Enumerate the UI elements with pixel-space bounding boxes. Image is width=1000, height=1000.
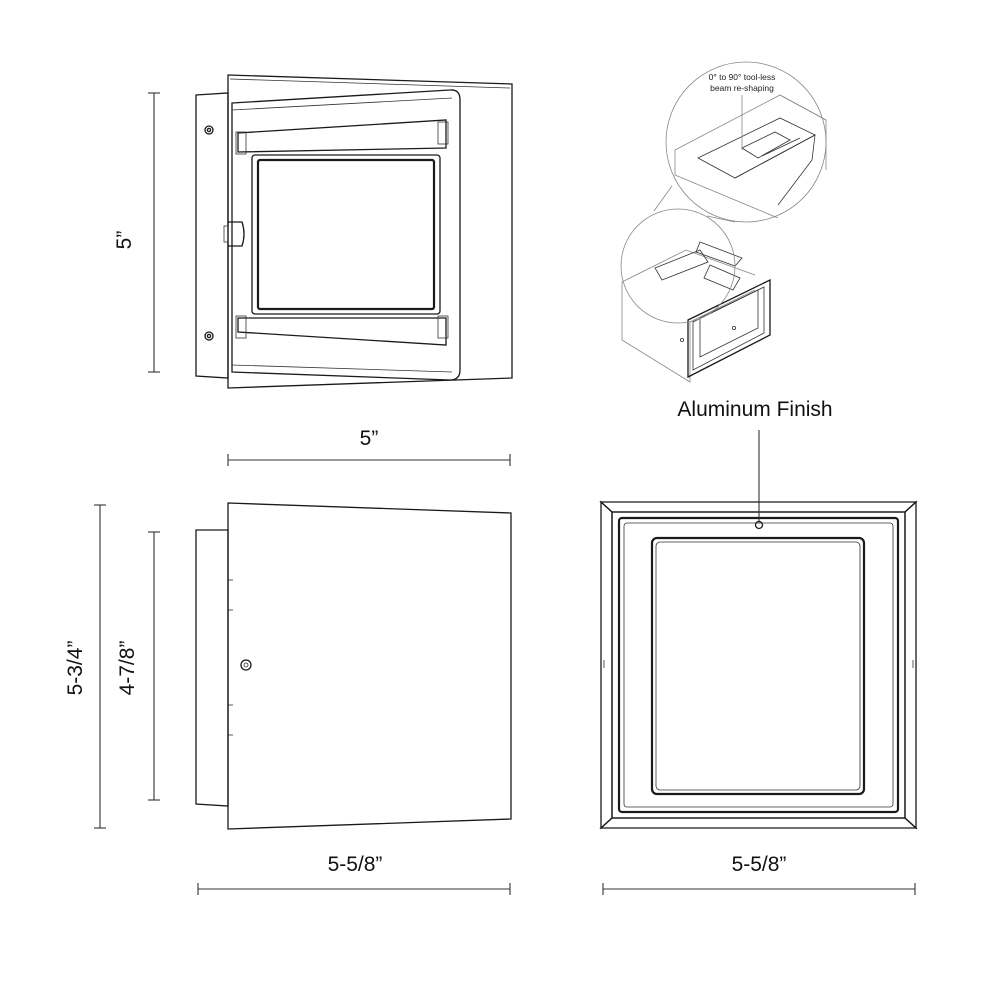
front-view-dimensions: 5-5/8” bbox=[602, 853, 916, 895]
side-view bbox=[195, 502, 512, 830]
dim-top-height: 5” bbox=[113, 231, 136, 250]
dim-side-inner-height: 4-7/8” bbox=[116, 641, 139, 696]
beam-text-line1: 0° to 90° tool-less bbox=[709, 72, 776, 82]
dim-side-width: 5-5/8” bbox=[328, 853, 383, 876]
front-view bbox=[599, 500, 918, 830]
dim-side-outer-height: 5-3/4” bbox=[64, 641, 87, 696]
finish-label: Aluminum Finish bbox=[677, 398, 832, 421]
dim-top-width: 5” bbox=[360, 427, 379, 450]
beam-text-line2: beam re-shaping bbox=[710, 83, 774, 93]
finish-callout: Aluminum Finish bbox=[677, 398, 833, 521]
top-view-dimensions: 5” 5” bbox=[113, 92, 511, 466]
dim-front-width: 5-5/8” bbox=[732, 853, 787, 876]
side-view-dimensions: 5-3/4” 4-7/8” 5-5/8” bbox=[64, 504, 511, 895]
isometric-view: 0° to 90° tool-less beam re-shaping bbox=[620, 61, 827, 383]
top-view bbox=[195, 74, 513, 389]
